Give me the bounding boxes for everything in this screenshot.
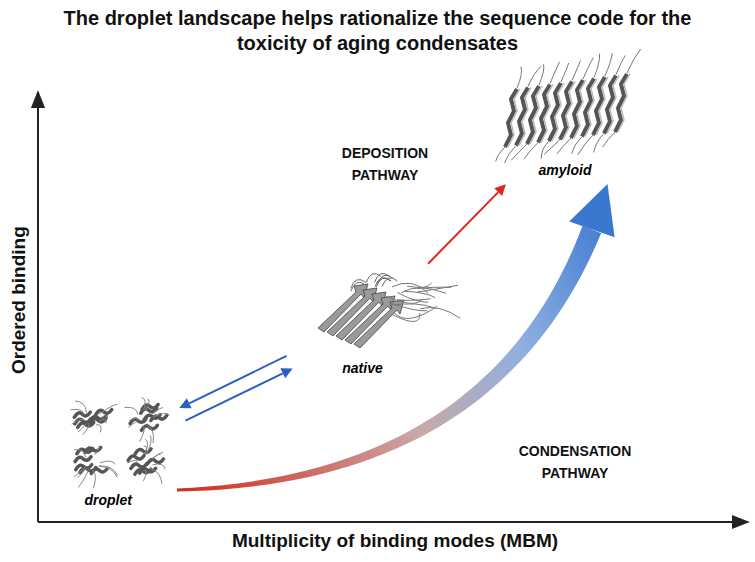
protein-cluster: [125, 397, 170, 443]
axis-label: Multiplicity of binding modes (MBM): [232, 530, 558, 552]
native-fold: [318, 273, 460, 348]
structure-node: droplet: [52, 385, 177, 510]
figure-title: The droplet landscape helps rationalize …: [30, 6, 725, 56]
pathway-arrow: [179, 356, 292, 421]
protein-cluster: [74, 446, 117, 488]
protein-cluster: [127, 436, 165, 485]
pathway-arrow: [428, 184, 506, 263]
axis-label: Ordered binding: [8, 226, 30, 374]
structure-node: native: [295, 268, 445, 378]
protein-cluster: [71, 401, 118, 435]
y-axis: [37, 92, 39, 522]
x-axis: [38, 521, 748, 523]
structure-label: native: [340, 360, 384, 376]
amyloid-fibril: [496, 49, 641, 163]
pathway-label: DEPOSITION PATHWAY: [320, 142, 450, 186]
structure-label: droplet: [83, 492, 134, 508]
structure-label: amyloid: [537, 162, 594, 178]
pathway-label: CONDENSATION PATHWAY: [500, 440, 650, 484]
structure-node: amyloid: [480, 68, 650, 180]
